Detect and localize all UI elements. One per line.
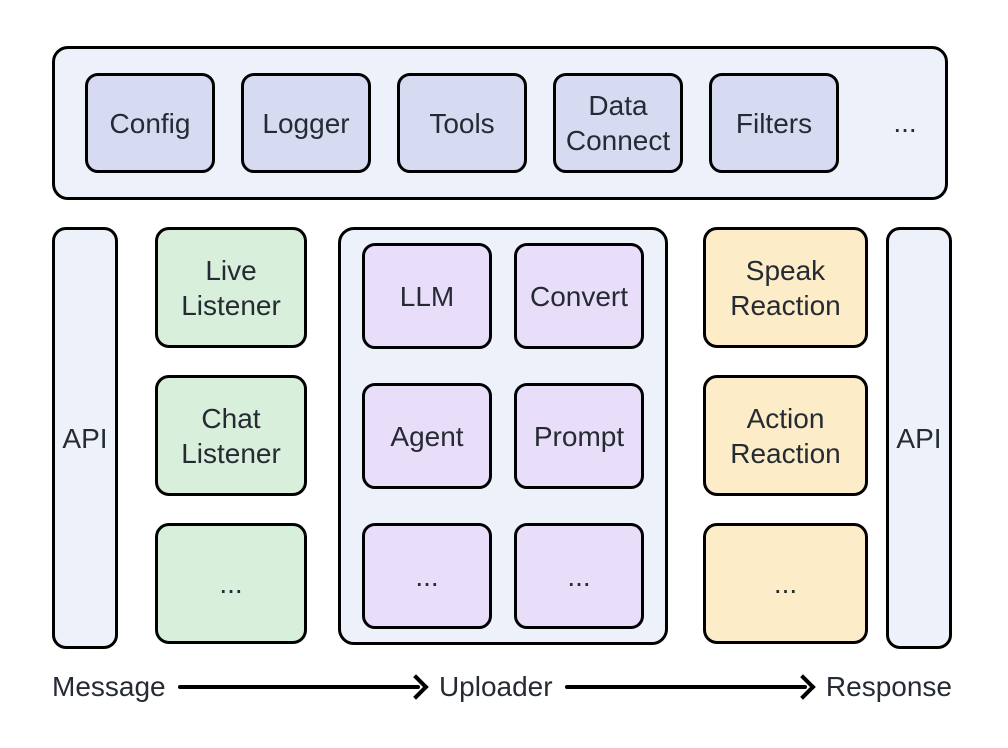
uploader-box-more-2: ... [514,523,644,629]
module-label: Config [109,107,191,139]
flow-label-uploader: Uploader [438,671,553,702]
flow-label-message: Message [52,671,166,702]
plugin-bar-ellipsis: ... [893,107,917,138]
uploader-label: Convert [529,280,629,312]
uploader-label: LLM [399,280,455,312]
module-label: Tools [429,107,495,139]
uploader-label: ... [415,560,439,592]
input-api-label: API [62,422,108,454]
plugin-bar-panel: Config Logger Tools Data Connect Filters… [52,46,948,200]
uploader-box-more-1: ... [362,523,492,629]
uploader-box-convert: Convert [514,243,644,349]
listener-label: Live Listener [181,254,281,321]
listener-box-live: Live Listener [155,227,307,348]
uploader-box-prompt: Prompt [514,383,644,489]
uploader-label: Prompt [533,420,625,452]
right-arrow-icon [564,674,814,700]
output-api-box: API [886,227,952,649]
module-box-config: Config [85,73,215,173]
uploader-panel: LLM Convert Agent Prompt ... ... [338,227,668,645]
reaction-label: Action Reaction [730,402,841,469]
uploader-box-agent: Agent [362,383,492,489]
uploader-box-llm: LLM [362,243,492,349]
right-arrow-icon [177,674,427,700]
reaction-label: ... [773,568,798,599]
uploader-label: Agent [390,420,464,452]
module-label: Filters [735,107,813,139]
listener-label: ... [219,568,243,599]
reaction-box-more: ... [703,523,868,644]
module-label: Data Connect [565,90,671,156]
flow-row: Message Uploader Response [52,666,952,708]
listener-label: Chat Listener [181,402,281,469]
listener-box-chat: Chat Listener [155,375,307,496]
output-api-label: API [896,422,942,454]
module-box-logger: Logger [241,73,371,173]
module-box-tools: Tools [397,73,527,173]
uploader-label: ... [567,560,591,592]
module-label: Logger [262,107,350,139]
flow-label-response: Response [825,671,953,702]
reaction-label: Speak Reaction [730,254,841,321]
reaction-box-action: Action Reaction [703,375,868,496]
reaction-column: Speak Reaction Action Reaction ... [703,227,868,644]
input-api-box: API [52,227,118,649]
listener-column: Live Listener Chat Listener ... [155,227,307,644]
listener-box-more: ... [155,523,307,644]
module-box-filters: Filters [709,73,839,173]
module-box-data-connect: Data Connect [553,73,683,173]
reaction-box-speak: Speak Reaction [703,227,868,348]
